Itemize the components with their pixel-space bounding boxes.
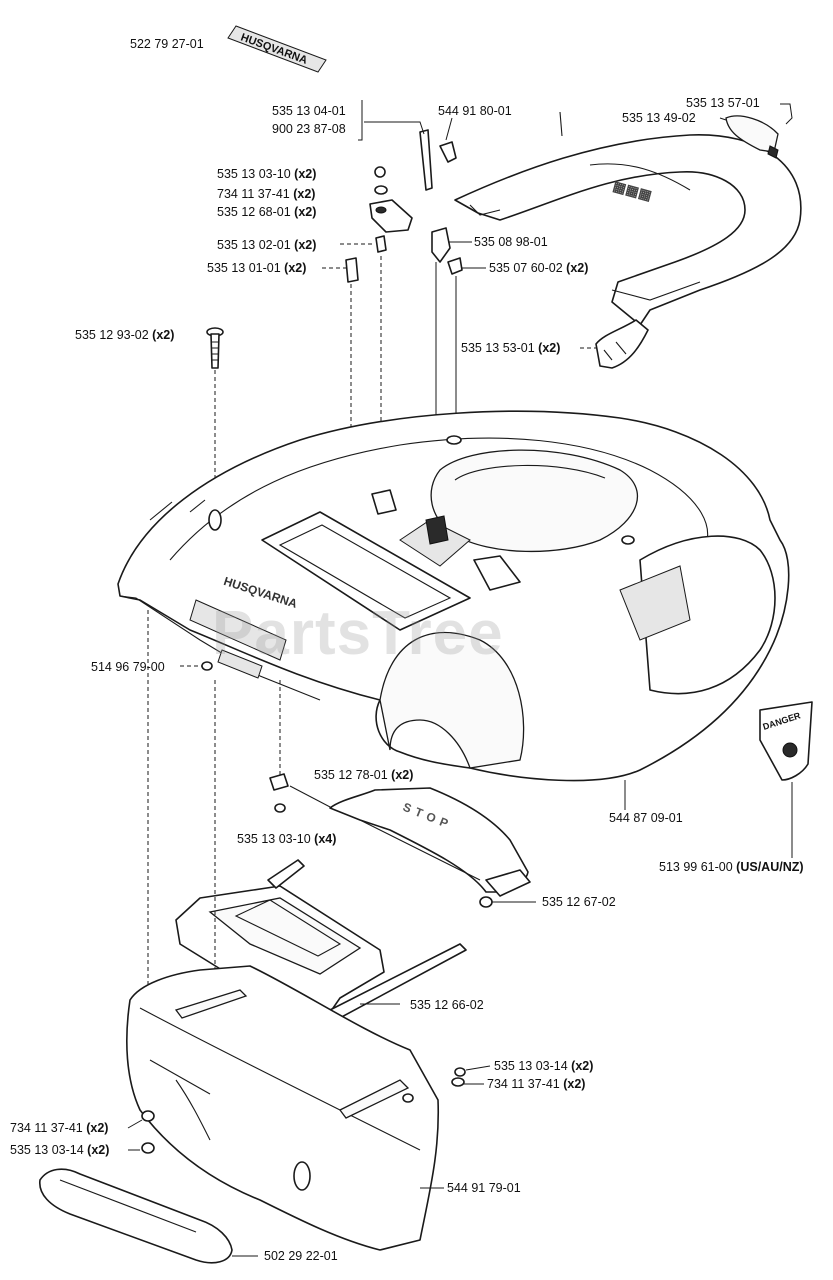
callout-part-535-13-57-01[interactable]: 535 13 57-01 xyxy=(686,96,760,110)
pin-part xyxy=(358,100,457,191)
callout-part-535-12-78-01-x2[interactable]: 535 12 78-01 (x2) xyxy=(314,768,414,782)
callout-part-544-87-09-01[interactable]: 544 87 09-01 xyxy=(609,811,683,825)
side-bracket-part xyxy=(580,319,649,369)
callout-part-514-96-79-00[interactable]: 514 96 79-00 xyxy=(91,660,165,674)
callout-part-513-99-61-00[interactable]: 513 99 61-00 (US/AU/NZ) xyxy=(659,860,804,874)
button-panel-part xyxy=(175,859,467,1025)
callout-part-535-12-67-02[interactable]: 535 12 67-02 xyxy=(542,895,616,909)
callout-part-535-13-03-10-x4[interactable]: 535 13 03-10 (x4) xyxy=(237,832,337,846)
callout-part-535-12-93-02-x2[interactable]: 535 12 93-02 (x2) xyxy=(75,328,175,342)
main-body-shell-part: HUSQVARNA xyxy=(117,410,790,782)
callout-part-535-13-02-01-x2[interactable]: 535 13 02-01 (x2) xyxy=(217,238,317,252)
callout-part-734-11-37-41-x2[interactable]: 734 11 37-41 (x2) xyxy=(217,187,316,201)
small-clip-part xyxy=(180,649,263,679)
stop-hardware-part xyxy=(269,680,333,813)
long-screw-part xyxy=(206,327,224,520)
watermark: PartsTree xyxy=(212,599,504,668)
callout-part-535-13-01-01-x2[interactable]: 535 13 01-01 (x2) xyxy=(207,261,307,275)
hardware-cluster xyxy=(322,166,486,283)
callout-part-535-13-53-01-x2[interactable]: 535 13 53-01 (x2) xyxy=(461,341,561,355)
svg-text:▦▦▦: ▦▦▦ xyxy=(611,177,653,203)
callout-part-535-13-03-14-x2-right[interactable]: 535 13 03-14 (x2) xyxy=(494,1059,594,1073)
callout-part-734-11-37-41-x2-right[interactable]: 734 11 37-41 (x2) xyxy=(487,1077,586,1091)
callout-part-535-12-66-02[interactable]: 535 12 66-02 xyxy=(410,998,484,1012)
bumper-hardware-part xyxy=(127,1065,491,1154)
callout-part-535-13-03-14-x2-left[interactable]: 535 13 03-14 (x2) xyxy=(10,1143,110,1157)
callout-part-544-91-79-01[interactable]: 544 91 79-01 xyxy=(447,1181,521,1195)
callout-part-535-13-04-01[interactable]: 535 13 04-01 xyxy=(272,104,346,118)
callout-part-535-12-68-01-x2[interactable]: 535 12 68-01 (x2) xyxy=(217,205,317,219)
callout-part-522-79-27-01[interactable]: 522 79 27-01 xyxy=(130,37,204,51)
front-handle-part xyxy=(39,1168,258,1264)
top-lid-part: ▦▦▦ xyxy=(454,111,802,326)
front-bumper-part xyxy=(126,965,444,1251)
lid-latch-part xyxy=(719,103,793,159)
callout-part-734-11-37-41-x2-left[interactable]: 734 11 37-41 (x2) xyxy=(10,1121,109,1135)
stop-cover-part: STOP xyxy=(329,787,536,908)
callout-part-535-07-60-02-x2[interactable]: 535 07 60-02 (x2) xyxy=(489,261,589,275)
callout-part-535-08-98-01[interactable]: 535 08 98-01 xyxy=(474,235,548,249)
callout-part-502-29-22-01[interactable]: 502 29 22-01 xyxy=(264,1249,338,1263)
danger-decal-part: DANGER xyxy=(759,701,813,858)
callout-part-900-23-87-08[interactable]: 900 23 87-08 xyxy=(272,122,346,136)
callout-part-544-91-80-01[interactable]: 544 91 80-01 xyxy=(438,104,512,118)
callout-part-535-13-49-02[interactable]: 535 13 49-02 xyxy=(622,111,696,125)
brand-decal-part: HUSQVARNA xyxy=(227,25,327,73)
callout-part-535-13-03-10-x2[interactable]: 535 13 03-10 (x2) xyxy=(217,167,317,181)
